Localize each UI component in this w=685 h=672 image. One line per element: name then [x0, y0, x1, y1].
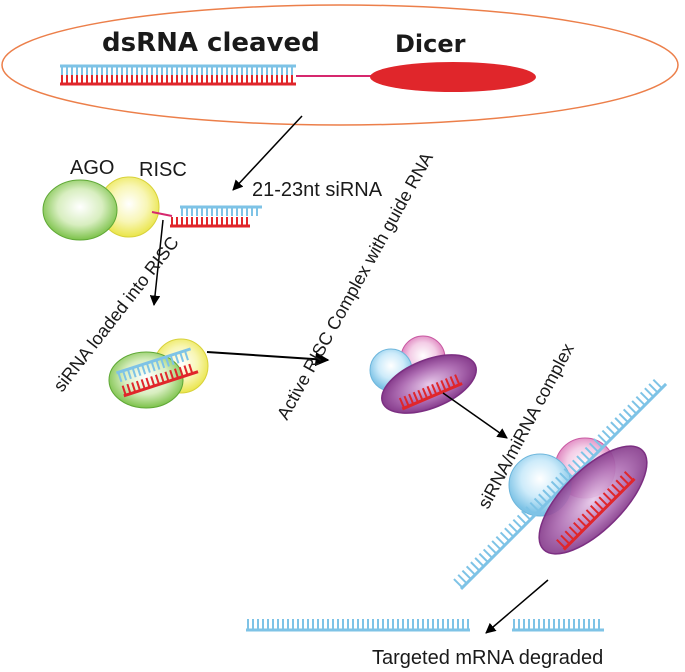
arrow-dicer-to-sirna	[232, 115, 303, 191]
ago-label: AGO	[70, 157, 114, 179]
risc-label: RISC	[139, 159, 187, 181]
sirna-duplex	[170, 205, 262, 228]
sirna-linker	[151, 211, 173, 217]
dsrna-cleaved-label: dsRNA cleaved	[102, 28, 320, 58]
guide-rna-strand	[398, 374, 463, 411]
dsrna-duplex	[60, 64, 296, 86]
ago-protein	[42, 179, 118, 241]
complex-guide-strand	[556, 471, 636, 551]
target-mrna-strand	[453, 378, 668, 591]
dicer-stage-ellipse	[1, 4, 679, 126]
arrow-active-to-complex	[442, 392, 508, 439]
arrow-complex-to-degraded	[485, 579, 549, 634]
dicer-label: Dicer	[395, 30, 466, 58]
degraded-fragment-right	[512, 619, 604, 632]
arrow-sirna-to-loaded	[149, 219, 164, 307]
degraded-fragment-left	[246, 619, 470, 632]
complex-purple-protein	[538, 445, 648, 555]
dicer-enzyme	[370, 62, 536, 92]
loaded-duplex	[115, 347, 199, 398]
sirna-length-label: 21-23nt siRNA	[252, 179, 383, 201]
degraded-label: Targeted mRNA degraded	[372, 647, 603, 669]
arrow-loaded-to-active	[206, 351, 330, 367]
